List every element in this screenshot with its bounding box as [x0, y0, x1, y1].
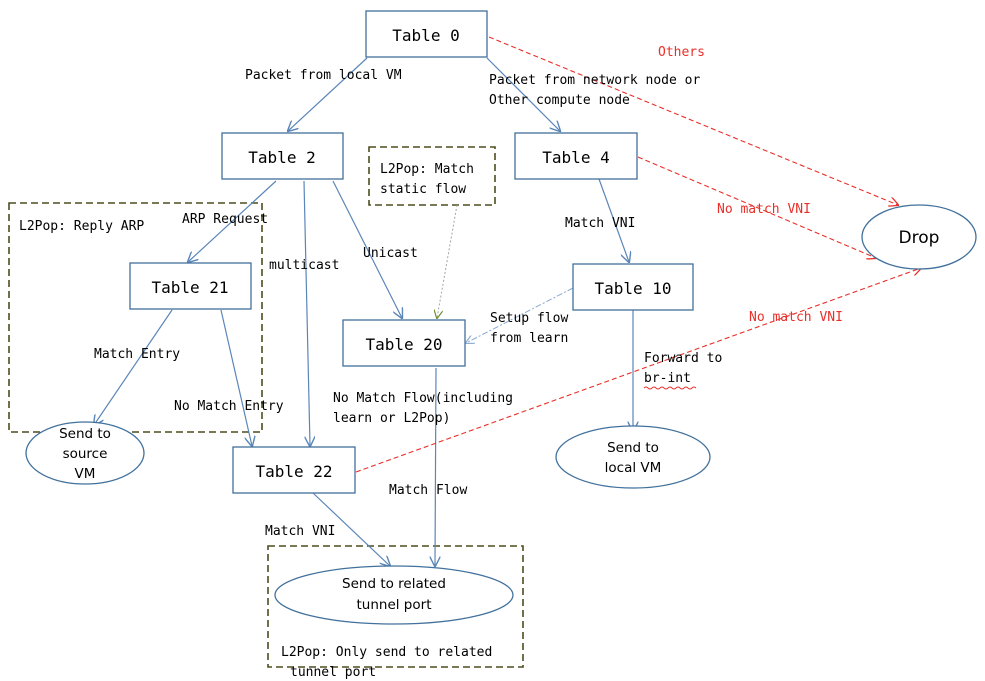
node-send-tunnel: Send to related tunnel port — [274, 565, 514, 625]
group-static-flow-line1: L2Pop: Match — [380, 162, 474, 177]
label-packet-network-line1: Packet from network node or — [489, 73, 700, 88]
edge-table21-source-vm — [94, 309, 173, 425]
label-multicast: multicast — [269, 258, 339, 273]
edge-table22-tunnel — [312, 492, 390, 566]
node-drop: Drop — [861, 204, 977, 270]
edge-table2-table21 — [188, 180, 277, 262]
group-only-send — [267, 545, 524, 668]
node-send-local-vm-line1: Send to — [607, 440, 659, 456]
label-no-match-entry: No Match Entry — [174, 399, 284, 414]
node-table2-label: Table 2 — [248, 148, 315, 167]
label-setup-flow-line1: Setup flow — [490, 311, 568, 326]
group-static-flow — [368, 146, 496, 206]
node-send-source-vm: Send to source VM — [25, 421, 145, 485]
node-table10: Table 10 — [572, 263, 694, 311]
node-drop-label: Drop — [899, 228, 940, 248]
edge-table10-table20 — [466, 287, 574, 343]
label-setup-flow-line2: from learn — [490, 331, 568, 346]
label-no-match-vni-table22: No match VNI — [749, 310, 843, 325]
label-no-match-flow-line2: learn or L2Pop) — [333, 411, 450, 426]
node-table21-label: Table 21 — [151, 278, 228, 297]
label-packet-local-vm: Packet from local VM — [245, 68, 402, 83]
node-table4: Table 4 — [514, 132, 638, 180]
node-table0: Table 0 — [365, 10, 488, 58]
node-table0-label: Table 0 — [392, 26, 459, 45]
label-no-match-vni-table4: No match VNI — [717, 202, 811, 217]
label-match-vni-table4: Match VNI — [565, 216, 635, 231]
node-table20-label: Table 20 — [365, 335, 442, 354]
label-match-flow: Match Flow — [389, 483, 467, 498]
label-unicast: Unicast — [363, 246, 418, 261]
label-arp-request: ARP Request — [182, 212, 268, 227]
group-reply-arp-label: L2Pop: Reply ARP — [19, 219, 144, 234]
label-match-entry: Match Entry — [94, 347, 180, 362]
node-send-local-vm: Send to local VM — [555, 425, 711, 489]
edge-table2-table22 — [303, 180, 310, 446]
node-send-source-vm-line2: source — [63, 446, 108, 462]
node-send-tunnel-line2: tunnel port — [357, 597, 432, 613]
edge-table4-drop — [637, 156, 876, 258]
label-forward-to-line1: Forward to — [644, 351, 722, 366]
group-only-send-line2: tunnel port — [290, 665, 376, 680]
edge-static-flow-table20 — [437, 204, 458, 318]
spellcheck-squiggle — [643, 386, 697, 390]
node-table2: Table 2 — [221, 132, 344, 180]
edge-table4-table10 — [598, 178, 629, 262]
label-match-vni-table22: Match VNI — [265, 524, 335, 539]
group-reply-arp — [8, 202, 263, 433]
label-forward-to-line2: br-int — [644, 371, 691, 386]
label-others: Others — [658, 45, 705, 60]
node-table22-label: Table 22 — [255, 462, 332, 481]
node-table10-label: Table 10 — [594, 279, 671, 298]
node-table4-label: Table 4 — [542, 148, 609, 167]
node-table22: Table 22 — [232, 446, 356, 494]
group-static-flow-line2: static flow — [380, 182, 466, 197]
edge-table0-table4 — [486, 57, 560, 131]
node-send-source-vm-line3: VM — [75, 466, 96, 482]
edge-table22-drop — [355, 268, 921, 473]
group-only-send-line1: L2Pop: Only send to related — [281, 645, 492, 660]
edge-table0-drop — [488, 36, 898, 205]
edge-table21-table22 — [220, 309, 252, 446]
edge-table2-table20 — [332, 180, 402, 318]
node-send-source-vm-line1: Send to — [59, 426, 111, 442]
node-table20: Table 20 — [342, 319, 466, 367]
node-send-local-vm-line2: local VM — [605, 460, 662, 476]
node-send-tunnel-line1: Send to related — [342, 576, 446, 592]
edge-table0-table2 — [288, 57, 368, 131]
node-table21: Table 21 — [129, 262, 252, 310]
label-no-match-flow-line1: No Match Flow(including — [333, 391, 513, 406]
edge-table20-tunnel — [435, 367, 436, 566]
label-packet-network-line2: Other compute node — [489, 93, 630, 108]
